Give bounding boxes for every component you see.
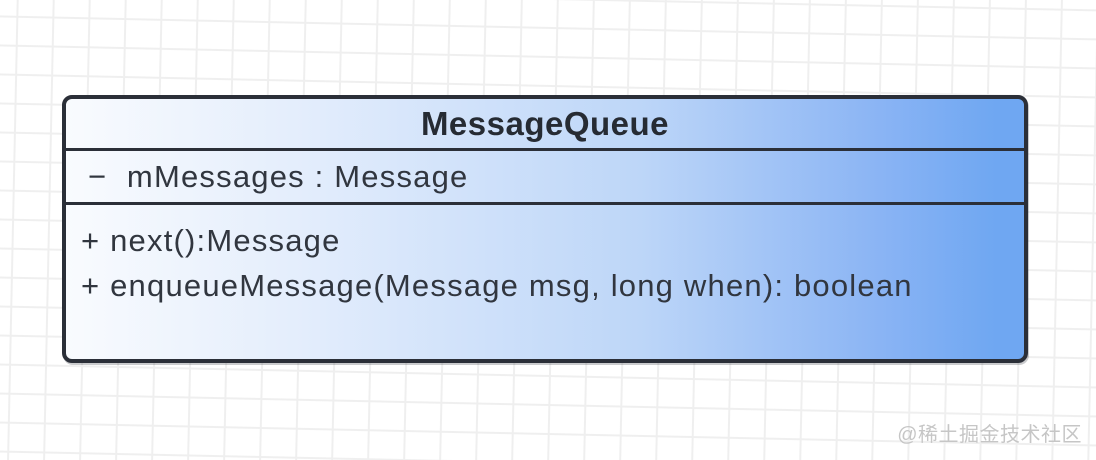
methods-compartment: + next():Message + enqueueMessage(Messag… xyxy=(66,202,1024,359)
method-enqueuemessage: + enqueueMessage(Message msg, long when)… xyxy=(81,268,913,303)
attribute-mmessages: − mMessages : Message xyxy=(88,159,469,194)
attributes-compartment: − mMessages : Message xyxy=(66,148,1024,202)
class-name: MessageQueue xyxy=(420,104,670,142)
method-next: + next():Message xyxy=(81,223,341,258)
watermark-juejin-community: @稀土掘金技术社区 xyxy=(897,424,1082,446)
class-name-compartment: MessageQueue xyxy=(66,99,1024,148)
uml-class-box-messagequeue: MessageQueue − mMessages : Message + nex… xyxy=(62,95,1028,363)
